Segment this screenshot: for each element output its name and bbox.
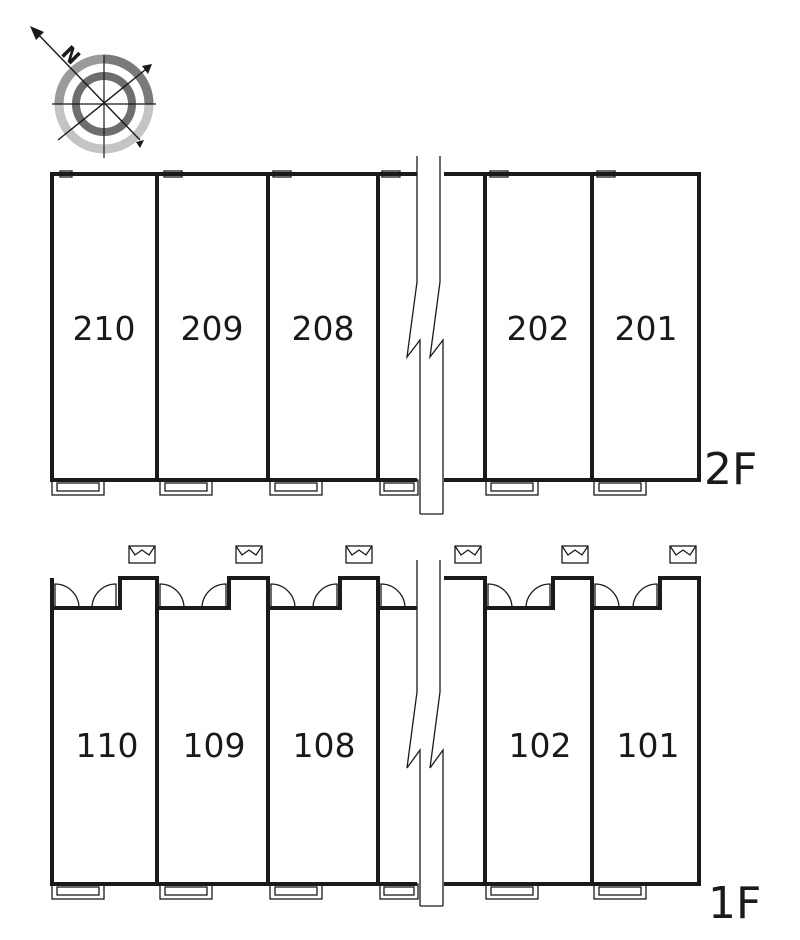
break-line-2f [406,156,444,515]
balcony-2f [51,479,647,496]
room-101: 101 [617,726,680,765]
door-swings-1f [54,583,658,609]
floor-1f: 110 109 108 102 101 1F [50,545,761,929]
room-110: 110 [76,726,139,765]
room-108: 108 [293,726,356,765]
floor-label-1f: 1F [708,878,761,929]
balcony-1f [51,883,647,900]
room-109: 109 [183,726,246,765]
floor-2f: 210 209 208 202 201 2F [50,156,757,515]
break-line-1f [406,560,444,907]
mailbox-icons [128,545,697,564]
room-208: 208 [292,309,355,348]
floor-label-2f: 2F [704,444,757,495]
compass-icon: N [30,26,156,158]
top-window-markers [59,170,616,178]
room-102: 102 [509,726,572,765]
room-209: 209 [181,309,244,348]
room-202: 202 [507,309,570,348]
room-210: 210 [73,309,136,348]
room-201: 201 [615,309,678,348]
